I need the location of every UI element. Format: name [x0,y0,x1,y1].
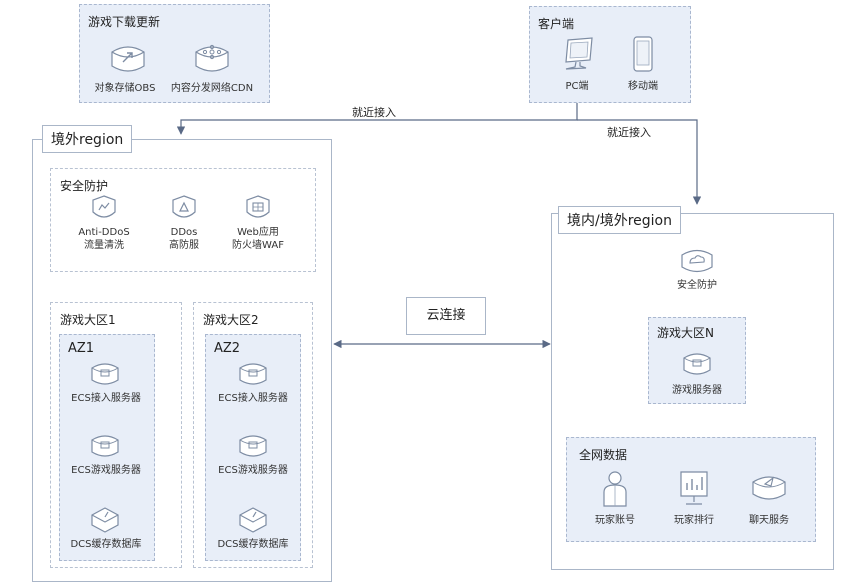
anti-ddos-icon [92,195,116,218]
edge-client-domestic [577,119,702,205]
client-group: 客户端 [529,6,691,103]
zone1-ecs-game-label: ECS游戏服务器 [71,465,141,476]
zone-n-server-label: 游戏服务器 [672,385,722,396]
ddos-shield-icon [172,195,196,218]
global-data-title: 全网数据 [579,448,628,462]
edge-client-overseas [176,103,578,135]
mobile-icon [633,36,653,72]
pc-icon [565,37,593,70]
zone1-title: 游戏大区1 [60,313,116,327]
overseas-region-title: 境外region [42,125,133,153]
zone1-ecs-access-icon [91,363,119,385]
zone1-ecs-game-icon [91,435,119,457]
client-group-title: 客户端 [538,17,575,31]
ddos-label: DDos 高防服 [169,227,199,251]
mobile-label: 移动端 [628,81,658,92]
download-group-title: 游戏下载更新 [88,15,161,29]
chat-service-label: 聊天服务 [749,515,789,526]
waf-icon [246,195,270,218]
zone-n-title: 游戏大区N [657,326,714,340]
zone1-dcs-label: DCS缓存数据库 [70,539,142,550]
obs-label: 对象存储OBS [94,83,156,94]
az1-title: AZ1 [68,341,95,356]
player-account-icon [603,471,627,507]
zone-n-server-icon [683,353,711,375]
security-group-title: 安全防护 [60,179,109,193]
near-access-left-label: 就近接入 [352,106,396,119]
download-group: 游戏下载更新 [79,4,270,103]
zone1-dcs-icon [91,507,119,533]
cdn-icon [195,44,229,72]
player-ranking-label: 玩家排行 [674,515,714,526]
zone1-ecs-access-label: ECS接入服务器 [71,393,141,404]
zone2-title: 游戏大区2 [203,313,259,327]
obs-icon [111,46,145,72]
zone2-ecs-game-icon [239,435,267,457]
domestic-security-label: 安全防护 [677,280,717,291]
zone2-ecs-access-label: ECS接入服务器 [218,393,288,404]
az2-title: AZ2 [214,341,241,356]
zone2-ecs-access-icon [239,363,267,385]
pc-label: PC端 [565,81,589,92]
zone2-dcs-label: DCS缓存数据库 [217,539,289,550]
domestic-security-icon [681,249,713,273]
zone-n-group: 游戏大区N [648,317,746,404]
player-ranking-icon [680,471,708,505]
near-access-right-label: 就近接入 [607,126,651,139]
cdn-label: 内容分发网络CDN [170,83,254,94]
anti-ddos-label: Anti-DDoS 流量清洗 [78,227,130,251]
zone2-dcs-icon [239,507,267,533]
player-account-label: 玩家账号 [595,515,635,526]
cloud-connect-label: 云连接 [406,297,486,335]
waf-label: Web应用 防火墙WAF [232,227,284,251]
zone2-ecs-game-label: ECS游戏服务器 [218,465,288,476]
domestic-region-title: 境内/境外region [558,206,681,234]
chat-service-icon [752,476,786,500]
security-group: 安全防护 [50,168,316,272]
